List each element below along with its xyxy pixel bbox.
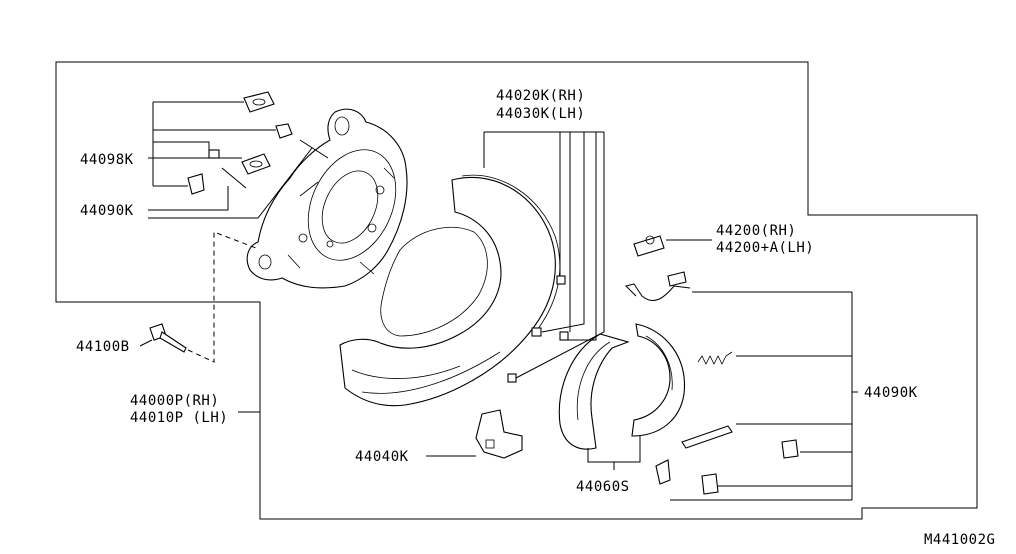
assembly-frame [55, 61, 978, 520]
label-44060s: 44060S [576, 479, 630, 495]
retainer-cup [187, 173, 205, 195]
brake-shoe-left [558, 333, 630, 450]
label-44200-rh: 44200(RH) [716, 223, 796, 239]
hold-down-pin [221, 167, 247, 189]
label-44040k: 44040K [355, 449, 409, 465]
clip-bottom [701, 473, 719, 495]
brake-shoe-right [631, 323, 686, 437]
backing-plate-part [246, 108, 408, 289]
spring-clip-middle [241, 153, 271, 175]
figure-code: M441002G [924, 532, 995, 548]
label-44000p-rh: 44000P(RH) [130, 393, 219, 409]
adjuster-assembly [681, 425, 733, 449]
label-44100b: 44100B [76, 339, 130, 355]
label-44200a-lh: 44200+A(LH) [716, 240, 814, 256]
dust-shield-part [339, 174, 561, 407]
wheel-cylinder-part [633, 235, 665, 257]
label-44098k: 44098K [80, 152, 134, 168]
label-44090k-upper: 44090K [80, 203, 134, 219]
small-cap [208, 149, 220, 159]
spring-bracket [655, 459, 671, 485]
parking-lever-part [475, 409, 523, 459]
spring-clip-upper [243, 91, 275, 113]
label-44010p-lh: 44010P (LH) [130, 410, 228, 426]
anti-rattle-clip [781, 439, 799, 459]
mounting-bolt [149, 323, 187, 353]
label-44030k-lh: 44030K(LH) [496, 106, 585, 122]
nut-upper [275, 123, 293, 139]
shield-fasteners [507, 275, 569, 383]
adjuster-cable [625, 271, 691, 301]
label-44020k-rh: 44020K(RH) [496, 88, 585, 104]
label-44090k-right: 44090K [864, 385, 918, 401]
return-spring [697, 351, 733, 365]
pin-upper [299, 139, 329, 159]
